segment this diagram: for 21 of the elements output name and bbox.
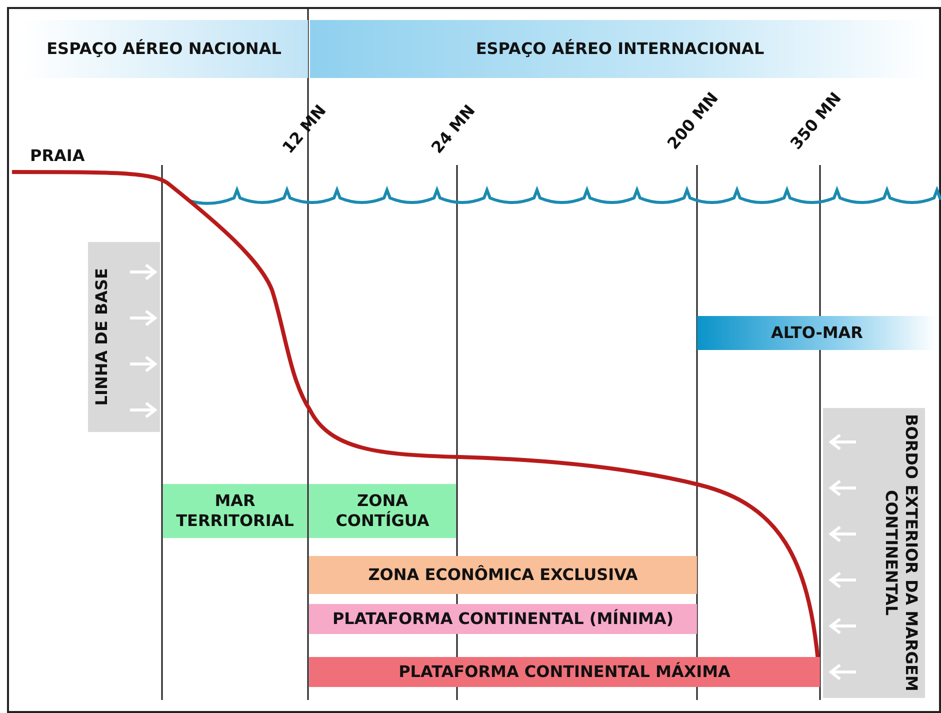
zone-label: ESPAÇO AÉREO INTERNACIONAL: [476, 39, 764, 59]
baseline-panel: [88, 242, 160, 432]
zone-label: LINHA DE BASE: [92, 268, 112, 406]
zone-band: [163, 484, 307, 538]
place-label: PRAIA: [30, 146, 85, 165]
distance-label: 12 MN: [278, 101, 330, 157]
zone-label: PLATAFORMA CONTINENTAL (MÍNIMA): [332, 609, 674, 629]
zone-label: MAR TERRITORIAL: [175, 491, 295, 531]
zone-band: [309, 556, 697, 594]
zone-label: ZONA ECONÔMICA EXCLUSIVA: [368, 565, 638, 585]
margin-panel: [823, 408, 925, 698]
distance-label: 24 MN: [427, 101, 479, 157]
zone-band: [697, 316, 937, 350]
zone-band: [309, 604, 697, 634]
zone-band: [309, 484, 456, 538]
zone-label: BORDO EXTERIOR DA MARGEM CONTINENTAL: [881, 413, 921, 693]
zone-label: ZONA CONTÍGUA: [334, 491, 430, 531]
zone-band: [309, 657, 820, 687]
zone-label: PLATAFORMA CONTINENTAL MÁXIMA: [398, 662, 730, 682]
zone-label: ALTO-MAR: [770, 323, 863, 343]
zone-label: ESPAÇO AÉREO NACIONAL: [46, 39, 282, 59]
